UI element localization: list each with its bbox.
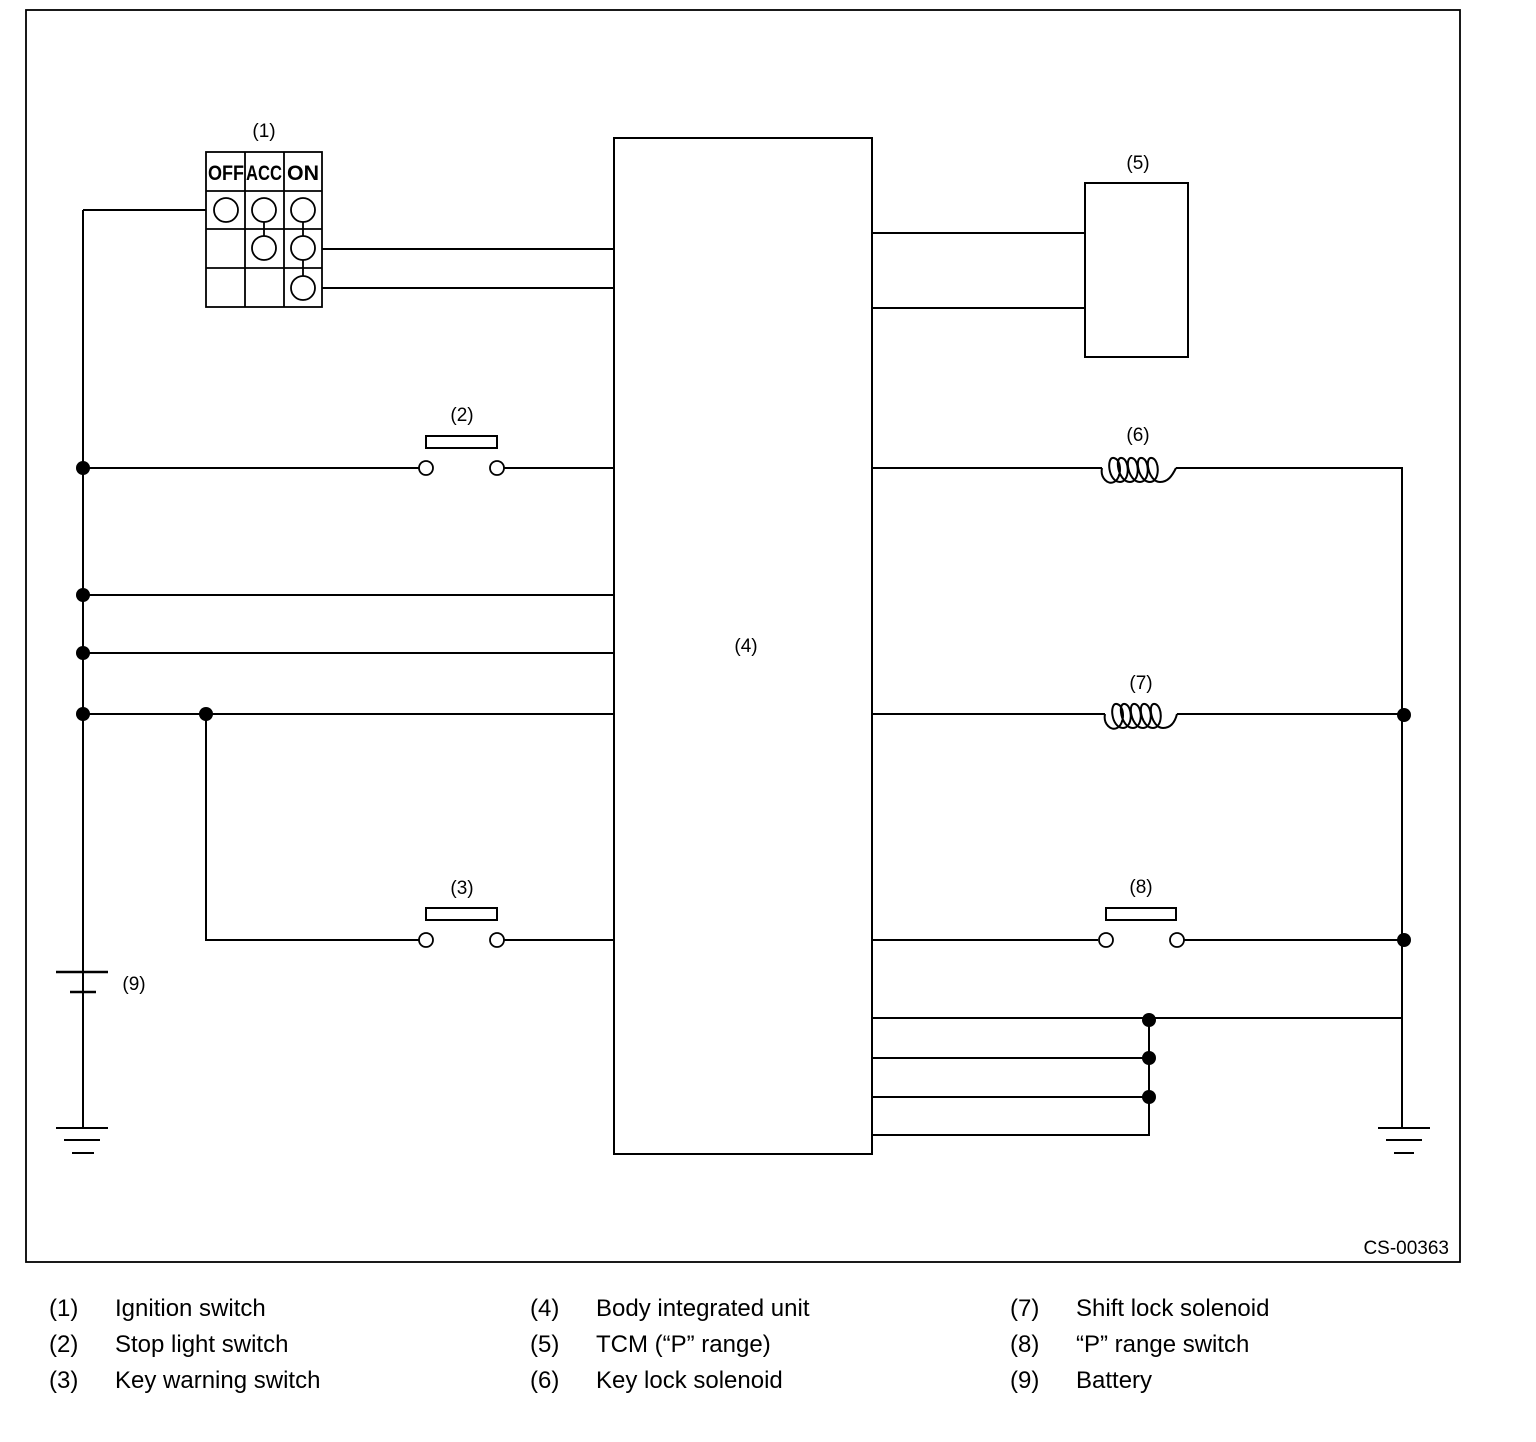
legend-text: Key warning switch — [115, 1367, 321, 1394]
legend-text: Battery — [1076, 1367, 1153, 1394]
ground-left — [56, 1127, 108, 1154]
legend-column-3: (7) Shift lock solenoid (8) “P” range swit… — [1010, 1291, 1269, 1399]
legend-item: (7) Shift lock solenoid — [1010, 1291, 1269, 1327]
label-tcm: (5) — [1126, 153, 1149, 174]
legend-number: (7) — [1010, 1295, 1040, 1322]
legend-text: Ignition switch — [115, 1295, 266, 1322]
label-shift-lock-solenoid: (7) — [1129, 673, 1152, 694]
junction-dot — [1142, 1013, 1156, 1027]
key-warning-switch-bar — [425, 907, 498, 921]
shift-lock-coil-icon — [1103, 703, 1178, 730]
legend-item: (2) Stop light switch — [49, 1327, 320, 1363]
body-integrated-unit — [613, 137, 873, 1155]
legend-text: Key lock solenoid — [596, 1367, 783, 1394]
ignition-pos-off: OFF — [208, 162, 244, 185]
tcm-box — [1084, 182, 1189, 358]
legend-text: TCM (“P” range) — [596, 1331, 771, 1358]
legend-number: (1) — [49, 1295, 79, 1322]
junction-dot — [1142, 1051, 1156, 1065]
ignition-pos-acc: ACC — [246, 162, 282, 185]
legend-item: (5) TCM (“P” range) — [530, 1327, 809, 1363]
key-warning-contact-left — [418, 932, 434, 948]
legend-number: (4) — [530, 1295, 560, 1322]
label-key-warning-switch: (3) — [450, 878, 473, 899]
ignition-switch — [205, 151, 323, 308]
label-stop-light-switch: (2) — [450, 405, 473, 426]
legend-text: Body integrated unit — [596, 1295, 810, 1322]
legend-item: (6) Key lock solenoid — [530, 1363, 809, 1399]
legend-text: Stop light switch — [115, 1331, 289, 1358]
ignition-pos-on: ON — [287, 162, 319, 185]
legend-text: Shift lock solenoid — [1076, 1295, 1270, 1322]
junction-dot — [76, 707, 90, 721]
wiring-diagram: OFF ACC ON (1) (2) (3) (4) (5) (6) (7) (… — [25, 9, 1461, 1263]
legend-item: (3) Key warning switch — [49, 1363, 320, 1399]
legend-item: (4) Body integrated unit — [530, 1291, 809, 1327]
legend-item: (9) Battery — [1010, 1363, 1269, 1399]
diagram-frame — [25, 9, 1461, 1263]
legend-number: (2) — [49, 1331, 79, 1358]
junction-dot — [1142, 1090, 1156, 1104]
junction-dot — [76, 646, 90, 660]
legend-number: (9) — [1010, 1367, 1040, 1394]
p-range-contact-left — [1098, 932, 1114, 948]
junction-dot — [199, 707, 213, 721]
legend-item: (1) Ignition switch — [49, 1291, 320, 1327]
wire-left-bus — [82, 209, 206, 1128]
diagram-code: CS-00363 — [1363, 1238, 1449, 1259]
label-p-range-switch: (8) — [1129, 877, 1152, 898]
key-lock-coil-icon — [1100, 457, 1177, 484]
junction-dot — [1397, 708, 1411, 722]
wire-key-warning — [205, 714, 614, 941]
junction-dot — [76, 588, 90, 602]
legend-number: (8) — [1010, 1331, 1040, 1358]
legend-number: (3) — [49, 1367, 79, 1394]
label-body-integrated-unit: (4) — [734, 636, 757, 657]
legend-column-1: (1)Ignition switch (2)Stop light switch … — [49, 1291, 320, 1399]
stop-light-contact-left — [418, 460, 434, 476]
stop-light-switch-bar — [425, 435, 498, 449]
label-battery: (9) — [122, 974, 145, 995]
p-range-contact-right — [1169, 932, 1185, 948]
ignition-contact — [213, 197, 239, 223]
wire-key-lock — [872, 467, 1403, 1128]
ground-right — [1378, 1127, 1430, 1154]
junction-dot — [76, 461, 90, 475]
stop-light-contact-right — [489, 460, 505, 476]
legend-item: (8) “P” range switch — [1010, 1327, 1269, 1363]
legend-text: “P” range switch — [1076, 1331, 1250, 1358]
legend-column-2: (4) Body integrated unit (5) TCM (“P” rang… — [530, 1291, 809, 1399]
wire-gnd-4 — [872, 1020, 1150, 1136]
legend-number: (5) — [530, 1331, 560, 1358]
p-range-switch-bar — [1105, 907, 1177, 921]
label-key-lock-solenoid: (6) — [1126, 425, 1149, 446]
label-ignition-switch: (1) — [252, 121, 275, 142]
legend-number: (6) — [530, 1367, 560, 1394]
junction-dot — [1397, 933, 1411, 947]
key-warning-contact-right — [489, 932, 505, 948]
